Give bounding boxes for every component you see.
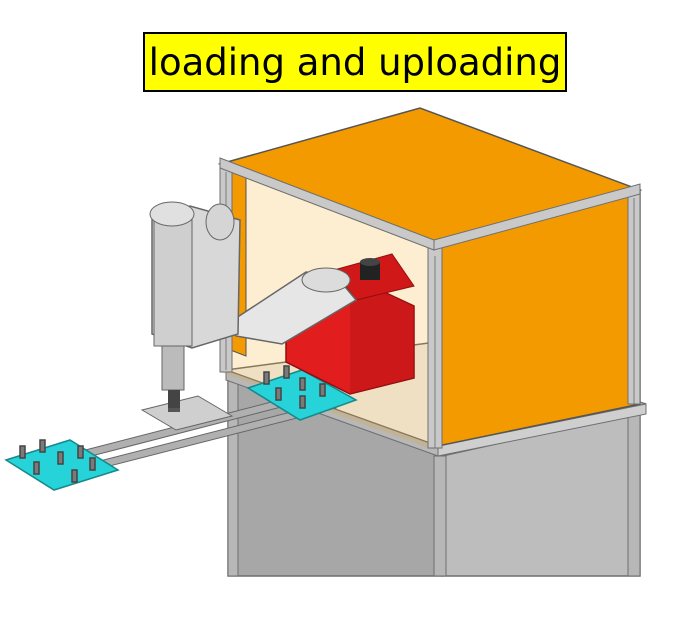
lower-cabinet <box>227 378 641 577</box>
scara-robot <box>149 201 415 408</box>
fixture-left <box>4 439 120 491</box>
title-banner: loading and uploading <box>143 32 567 92</box>
transfer-rails <box>69 391 337 471</box>
title-text: loading and uploading <box>148 40 562 84</box>
fixture-right <box>246 365 358 421</box>
